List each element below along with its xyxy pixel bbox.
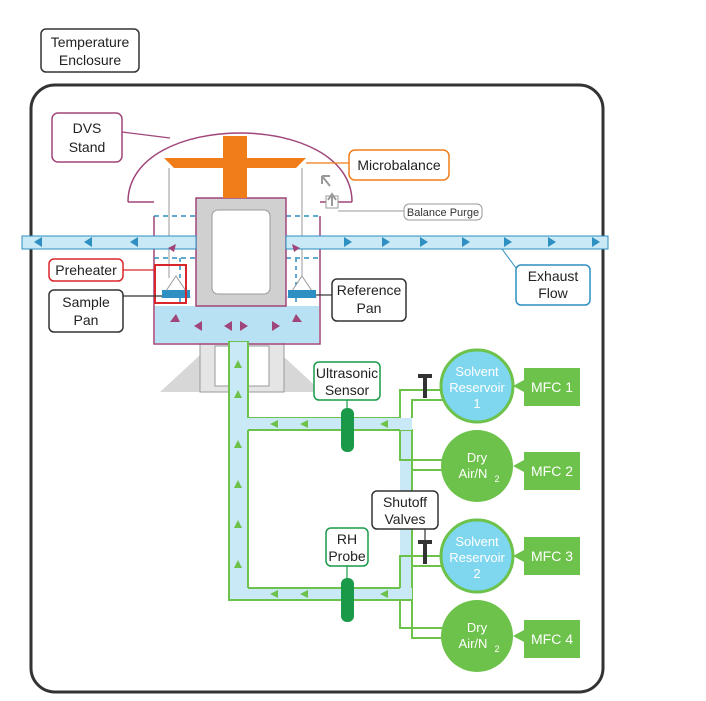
svg-text:DVS: DVS — [73, 120, 102, 136]
svg-text:Microbalance: Microbalance — [357, 157, 440, 173]
mfc-1: MFC 1 — [524, 368, 580, 406]
svg-text:MFC 4: MFC 4 — [531, 631, 573, 647]
dvs-stand-label: DVS Stand — [51, 112, 123, 163]
svg-text:Reference: Reference — [337, 282, 402, 298]
svg-text:RH: RH — [337, 531, 357, 547]
mfc-4: MFC 4 — [524, 620, 580, 658]
temperature-enclosure-label: Temperature Enclosure — [40, 28, 140, 73]
exhaust-flow-label: Exhaust Flow — [501, 248, 591, 306]
rh-probe-label: RH Probe — [325, 527, 369, 578]
svg-text:Temperature: Temperature — [51, 34, 130, 50]
svg-text:2: 2 — [494, 644, 499, 654]
mfc-2: MFC 2 — [524, 452, 580, 490]
shutoff-valves-label: Shutoff Valves — [371, 490, 439, 540]
reference-pan-label: Reference Pan — [316, 278, 407, 322]
balance-purge: Balance Purge — [321, 175, 483, 221]
exhaust-pipe — [21, 235, 609, 250]
exhaust-arrows — [34, 237, 600, 247]
inlet-flow-arrows — [234, 360, 388, 598]
svg-text:Ultrasonic: Ultrasonic — [316, 365, 378, 381]
solvent-reservoir-1: Solvent Reservoir 1 — [439, 348, 515, 424]
svg-text:Dry: Dry — [467, 620, 488, 635]
ultrasonic-sensor — [341, 408, 354, 452]
svg-text:Pan: Pan — [357, 300, 382, 316]
svg-text:Solvent: Solvent — [455, 364, 499, 379]
svg-text:2: 2 — [473, 566, 480, 581]
svg-text:MFC 1: MFC 1 — [531, 379, 573, 395]
svg-text:Valves: Valves — [385, 511, 426, 527]
microbalance-label: Microbalance — [306, 149, 450, 181]
ultrasonic-sensor-label: Ultrasonic Sensor — [313, 361, 381, 408]
rh-probe — [341, 578, 354, 622]
svg-text:MFC 2: MFC 2 — [531, 463, 573, 479]
mfc-connectors — [513, 380, 524, 642]
preheater-label: Preheater — [48, 258, 155, 282]
svg-text:1: 1 — [473, 396, 480, 411]
branch-lines — [399, 389, 444, 639]
svg-text:2: 2 — [494, 474, 499, 484]
svg-text:Reservoir: Reservoir — [449, 380, 505, 395]
mfc-3: MFC 3 — [524, 537, 580, 575]
svg-text:Probe: Probe — [328, 548, 366, 564]
sample-pan-label: Sample Pan — [48, 289, 162, 333]
svg-text:Air/N: Air/N — [459, 636, 488, 651]
svg-text:Balance Purge: Balance Purge — [407, 207, 479, 219]
svg-text:Sensor: Sensor — [325, 382, 370, 398]
svg-text:Flow: Flow — [538, 285, 568, 301]
sample-chamber — [128, 201, 352, 345]
microbalance-beam — [164, 136, 306, 198]
svg-text:Reservoir: Reservoir — [449, 550, 505, 565]
preheater-box — [154, 264, 187, 304]
svg-text:Preheater: Preheater — [55, 262, 117, 278]
svg-text:Sample: Sample — [62, 294, 110, 310]
shutoff-valve-1 — [418, 374, 432, 398]
svg-text:Air/N: Air/N — [459, 466, 488, 481]
shutoff-valve-2 — [418, 540, 432, 564]
svg-text:Solvent: Solvent — [455, 534, 499, 549]
svg-text:Pan: Pan — [74, 312, 99, 328]
sample-pan — [161, 275, 191, 298]
svg-text:MFC 3: MFC 3 — [531, 548, 573, 564]
temperature-enclosure-outline — [29, 83, 605, 694]
solvent-reservoir-2: Solvent Reservoir 2 — [439, 518, 515, 594]
svg-text:Shutoff: Shutoff — [383, 494, 427, 510]
svg-text:Enclosure: Enclosure — [59, 52, 121, 68]
svg-text:Stand: Stand — [69, 139, 106, 155]
svg-text:Dry: Dry — [467, 450, 488, 465]
svg-text:Exhaust: Exhaust — [528, 268, 579, 284]
dvs-stand-dome — [127, 132, 353, 203]
reference-pan — [287, 275, 317, 298]
dry-air-2: Dry Air/N 2 — [441, 600, 513, 672]
chamber-flow-arrows — [168, 244, 302, 331]
dry-air-1: Dry Air/N 2 — [441, 430, 513, 502]
